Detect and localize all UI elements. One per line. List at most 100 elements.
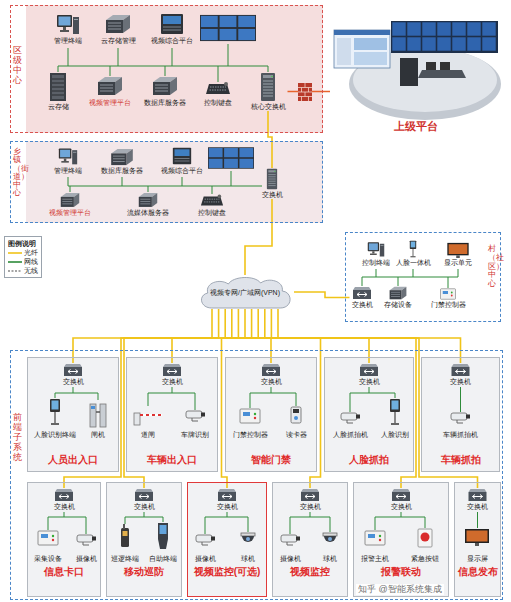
network-cloud: 视频专网/广域网(VPN) <box>196 275 294 309</box>
video-wall-icon <box>200 15 256 41</box>
node-label: 流媒体服务器 <box>127 208 169 217</box>
node-label: 控制键盘 <box>198 208 226 217</box>
device-node: 数据库服务器 <box>142 74 188 107</box>
camera-icon <box>196 535 215 545</box>
face-terminal-icon <box>390 399 400 425</box>
device-caption: 巡逻终端 <box>111 554 139 563</box>
storage-icon <box>50 73 66 101</box>
device-node: 云存储管理 <box>99 12 138 45</box>
camera-icon <box>77 535 96 545</box>
device-node: 交换机 <box>52 488 77 511</box>
device-node: 存储设备 <box>382 286 414 309</box>
legend-box: 图例说明光纤网线无线 <box>4 236 42 278</box>
terminal-icon <box>59 149 77 165</box>
device-node: 视频管理平台 <box>47 192 93 217</box>
legend-text: 网线 <box>24 257 38 266</box>
video-wall <box>391 21 498 53</box>
switch-icon <box>55 489 73 501</box>
legend-text: 无线 <box>24 266 38 275</box>
device-node: 交换机 <box>260 168 285 199</box>
device-caption: 闸机 <box>91 430 105 439</box>
device-node: 视频管理平台 <box>87 74 133 107</box>
device-caption: 自助终端 <box>149 554 177 563</box>
device-node: 控制键盘 <box>196 192 228 217</box>
network-link <box>268 111 272 168</box>
terminal-icon <box>57 15 79 34</box>
node-label: 交换机 <box>300 502 321 511</box>
device-node: 交换机 <box>465 488 490 511</box>
device-caption: 球机 <box>323 554 337 563</box>
subsystem-fill <box>454 482 501 597</box>
control-room-art <box>334 21 501 120</box>
device-node: 流媒体服务器 <box>125 192 171 217</box>
device-node: 管理终端 <box>52 12 84 45</box>
console-monitor <box>440 62 450 70</box>
device-node: 视频综合平台 <box>149 12 195 45</box>
legend-line <box>8 270 22 272</box>
network-link <box>294 292 350 298</box>
lan-wires <box>48 44 478 534</box>
switch-icon <box>135 489 153 501</box>
node-label: 视频管理平台 <box>89 98 131 107</box>
device-caption: 道闸 <box>141 430 155 439</box>
network-link <box>73 309 212 363</box>
device-caption: 报警主机 <box>361 554 389 563</box>
firewall-brick <box>298 83 312 101</box>
subsystem-box: 视频监控交换机 <box>272 482 348 597</box>
subsystem-fill <box>225 357 317 472</box>
subsystem-box: 人员出入口交换机 <box>27 357 119 472</box>
device-node: 云存储 <box>46 72 71 111</box>
device-node: 显示单元 <box>442 240 474 267</box>
software-window <box>334 30 390 35</box>
subsystem-title: 移动巡防 <box>124 566 164 578</box>
device-caption: 人脸识别终端 <box>34 430 76 439</box>
subsystem-box: 信息卡口交换机 <box>27 482 101 597</box>
face-terminal-icon <box>410 241 416 258</box>
software-window <box>337 38 351 65</box>
node-label: 数据库服务器 <box>101 166 143 175</box>
node-label: 显示单元 <box>444 258 472 267</box>
node-label: 控制终端 <box>362 258 390 267</box>
panel-fill <box>26 141 323 223</box>
face-terminal-icon <box>50 399 60 425</box>
subsystem-fill <box>324 357 414 472</box>
display-icon <box>465 529 489 546</box>
subsystem-fill <box>27 482 101 597</box>
switch-icon <box>392 489 410 501</box>
platform-icon <box>173 148 191 165</box>
device-node: 核心交换机 <box>249 72 288 111</box>
device-caption: 摄像机 <box>280 554 301 563</box>
panel-heading: 乡镇（街道）中心 <box>13 148 21 198</box>
device-node: 管理终端 <box>52 146 84 175</box>
legend-swatch <box>8 259 22 265</box>
node-label: 上级平台 <box>394 119 438 134</box>
network-link <box>172 309 219 363</box>
keyboard-icon <box>201 195 223 206</box>
subsystem-box: 车辆抓拍交换机 <box>421 357 500 472</box>
device-node: 门禁控制器 <box>429 286 468 309</box>
network-link <box>271 309 416 488</box>
node-label: 交换机 <box>359 377 380 386</box>
reader-icon <box>291 407 301 423</box>
collector-icon <box>38 531 58 545</box>
center-panel: 村（社区）中心控制终端人脸一体机交换机存储设备门禁控制器显示单元 <box>345 232 501 322</box>
floor <box>353 48 497 112</box>
subsystem-title: 视频监控 <box>290 566 330 578</box>
switch-icon <box>163 364 181 376</box>
legend-line <box>8 261 22 263</box>
keyboard-icon <box>206 82 230 94</box>
switch-icon <box>301 489 319 501</box>
device-node: 交换机 <box>160 363 185 386</box>
switch-icon <box>64 364 82 376</box>
device-caption: 车牌识别 <box>181 430 209 439</box>
subsystem-title: 信息发布 <box>458 566 498 578</box>
device-caption: 读卡器 <box>286 430 307 439</box>
subsystem-box: 人脸抓拍交换机 <box>324 357 414 472</box>
node-label: 存储设备 <box>384 300 412 309</box>
device-node: 交换机 <box>132 488 157 511</box>
subsystem-box: 车辆出入口交换机 <box>126 357 218 472</box>
legend-line <box>8 252 22 254</box>
subsystem-fill <box>353 482 449 597</box>
subsystem-title: 车辆抓拍 <box>441 454 481 466</box>
